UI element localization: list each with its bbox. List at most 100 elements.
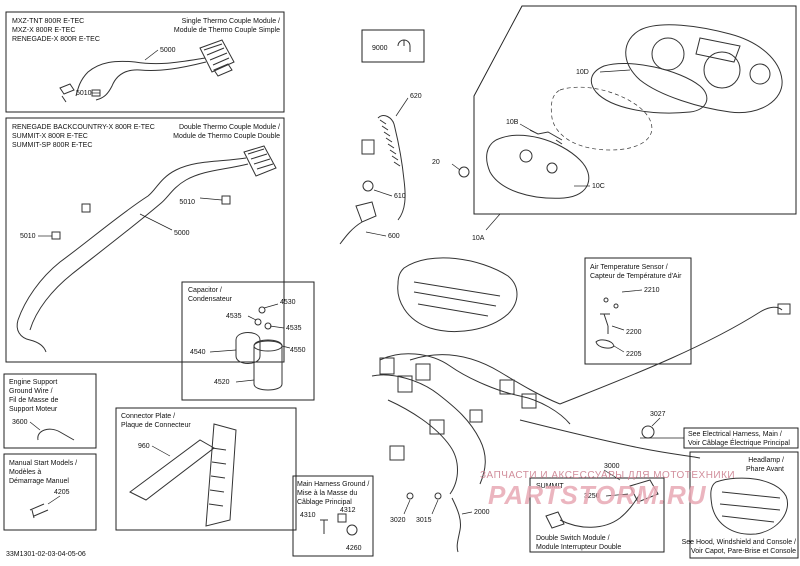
engine-support-frame bbox=[3, 373, 97, 449]
loose-parts-group: 3020 3015 2000 3027 3000 bbox=[390, 411, 666, 553]
part-600: 600 bbox=[388, 233, 400, 240]
part-2000: 2000 bbox=[474, 509, 490, 516]
gauge-box: 10D 10B 10C 20 10A bbox=[432, 5, 797, 242]
connector-icon bbox=[361, 139, 375, 155]
part-4312: 4312 bbox=[340, 507, 356, 514]
clip-box: 9000 bbox=[361, 29, 425, 63]
single-thermo-frame bbox=[5, 11, 285, 113]
double-thermo-couple-box: RENEGADE BACKCOUNTRY-X 800R E-TEC SUMMIT… bbox=[5, 117, 285, 363]
double-title-1: Double Thermo Couple Module / bbox=[179, 124, 280, 131]
manual-start-title-3: Démarrage Manuel bbox=[9, 478, 69, 485]
part-610: 610 bbox=[394, 193, 406, 200]
part-10c: 10C bbox=[592, 183, 605, 190]
engine-support-title-4: Support Moteur bbox=[9, 406, 58, 413]
headlamp-title-1: Headlamp / bbox=[748, 457, 784, 464]
part-5000-single: 5000 bbox=[160, 47, 176, 54]
part-5010-single: 5010 bbox=[76, 90, 92, 97]
double-model-1: RENEGADE BACKCOUNTRY-X 800R E-TEC bbox=[12, 124, 155, 131]
part-4205: 4205 bbox=[54, 489, 70, 496]
headlamp-note-1: See Hood, Windshield and Console / bbox=[682, 539, 796, 546]
part-4550: 4550 bbox=[290, 347, 306, 354]
headlamp-icon bbox=[710, 477, 788, 535]
part-5010-double-b: 5010 bbox=[20, 233, 36, 240]
single-thermo-couple-box: MXZ-TNT 800R E-TEC MXZ-X 800R E-TEC RENE… bbox=[5, 11, 285, 113]
connector-plate-frame bbox=[115, 407, 297, 531]
part-2200: 2200 bbox=[626, 329, 642, 336]
air-temp-frame bbox=[584, 257, 692, 365]
electrical-harness-reference: See Electrical Harness, Main / Voir Câbl… bbox=[640, 427, 799, 449]
part-10d: 10D bbox=[576, 69, 589, 76]
thermo-module-double-icon bbox=[243, 145, 277, 177]
switch-600 bbox=[339, 201, 377, 245]
main-ground-title-1: Main Harness Ground / bbox=[297, 481, 369, 488]
part-4260: 4260 bbox=[346, 545, 362, 552]
manual-start-title-1: Manual Start Models / bbox=[9, 460, 77, 467]
engine-support-title-1: Engine Support bbox=[9, 379, 57, 386]
capacitor-frame bbox=[181, 281, 315, 401]
gauge-frame bbox=[473, 5, 797, 215]
double-switch-title-1: Double Switch Module / bbox=[536, 535, 610, 542]
main-ground-title-2: Mise à la Masse du bbox=[297, 490, 357, 497]
air-temp-sensor-box: Air Temperature Sensor / Capteur de Temp… bbox=[584, 257, 692, 365]
double-switch-box: SUMMIT 3250 Double Switch Module / Modul… bbox=[529, 477, 665, 553]
double-switch-title-2: Module Interrupteur Double bbox=[536, 544, 621, 551]
ground-wire-icon bbox=[37, 428, 75, 441]
part-3000: 3000 bbox=[604, 463, 620, 470]
engine-support-box: Engine Support Ground Wire / Fil de Mass… bbox=[3, 373, 97, 449]
clip-frame bbox=[361, 29, 425, 63]
single-title-2: Module de Thermo Couple Simple bbox=[174, 27, 280, 34]
watermark-line-1: ЗАПЧАСТИ И АКСЕССУАРЫ ДЛЯ МОТОТЕХНИКИ bbox=[480, 470, 735, 481]
part-10a: 10A bbox=[472, 235, 485, 242]
headlamp-reference-box: Headlamp / Phare Avant See Hood, Windshi… bbox=[682, 451, 799, 559]
double-switch-frame bbox=[529, 477, 665, 553]
air-temp-title-1: Air Temperature Sensor / bbox=[590, 264, 668, 271]
air-temp-sensor-icon bbox=[600, 313, 610, 334]
part-3600: 3600 bbox=[12, 419, 28, 426]
air-temp-title-2: Capteur de Température d'Air bbox=[590, 273, 682, 280]
part-960: 960 bbox=[138, 443, 150, 450]
connector-plate-icon bbox=[205, 423, 237, 527]
clip-icon bbox=[397, 39, 411, 52]
single-model-1: MXZ-TNT 800R E-TEC bbox=[12, 18, 84, 25]
engine-support-title-3: Fil de Masse de bbox=[9, 397, 59, 404]
part-3020: 3020 bbox=[390, 517, 406, 524]
part-10b: 10B bbox=[506, 119, 519, 126]
gauge-housing bbox=[486, 134, 590, 199]
manual-start-box: Manual Start Models / Modèles à Démarrag… bbox=[3, 453, 97, 531]
part-5010-double-a: 5010 bbox=[179, 199, 195, 206]
connector-plate-title-2: Plaque de Connecteur bbox=[121, 422, 191, 429]
upper-harness-group: 620 610 600 bbox=[339, 93, 422, 245]
gauge-cluster-icon bbox=[625, 24, 783, 114]
sensor-screw-icon bbox=[603, 297, 609, 303]
double-model-3: SUMMIT-SP 800R E-TEC bbox=[12, 142, 92, 149]
figure-code: 33M1301-02-03-04-05-06 bbox=[6, 551, 86, 558]
watermark: ЗАПЧАСТИ И АКСЕССУАРЫ ДЛЯ МОТОТЕХНИКИ PA… bbox=[480, 470, 735, 510]
sensor-5010-single bbox=[59, 83, 75, 103]
gauge-pod-icon bbox=[397, 257, 518, 333]
single-model-2: MXZ-X 800R E-TEC bbox=[12, 27, 75, 34]
single-title-1: Single Thermo Couple Module / bbox=[182, 18, 280, 25]
headlamp-title-2: Phare Avant bbox=[746, 466, 784, 473]
ground-bolt-icon bbox=[320, 519, 328, 534]
part-3027: 3027 bbox=[650, 411, 666, 418]
part-4310: 4310 bbox=[300, 512, 316, 519]
double-switch-icon bbox=[629, 479, 659, 503]
watermark-line-2: PARTSTORM.RU bbox=[488, 480, 707, 510]
part-2205: 2205 bbox=[626, 351, 642, 358]
part-3250: 3250 bbox=[584, 493, 600, 500]
gauge-lens-10d bbox=[590, 63, 708, 114]
switch-connector-icon bbox=[545, 511, 565, 529]
double-thermo-frame bbox=[5, 117, 285, 363]
main-wiring-harness-icon bbox=[371, 303, 791, 495]
single-model-3: RENEGADE-X 800R E-TEC bbox=[12, 36, 100, 43]
headlamp-frame bbox=[689, 451, 799, 559]
capacitor-4520 bbox=[253, 339, 283, 391]
engine-support-title-2: Ground Wire / bbox=[9, 388, 53, 395]
double-switch-model: SUMMIT bbox=[536, 483, 564, 490]
connector-plate-title-1: Connector Plate / bbox=[121, 413, 175, 420]
connector-plate-box: Connector Plate / Plaque de Connecteur 9… bbox=[115, 407, 297, 531]
part-2210: 2210 bbox=[644, 287, 660, 294]
grommet-20 bbox=[458, 166, 470, 178]
capacitor-bracket-4540 bbox=[235, 332, 261, 364]
